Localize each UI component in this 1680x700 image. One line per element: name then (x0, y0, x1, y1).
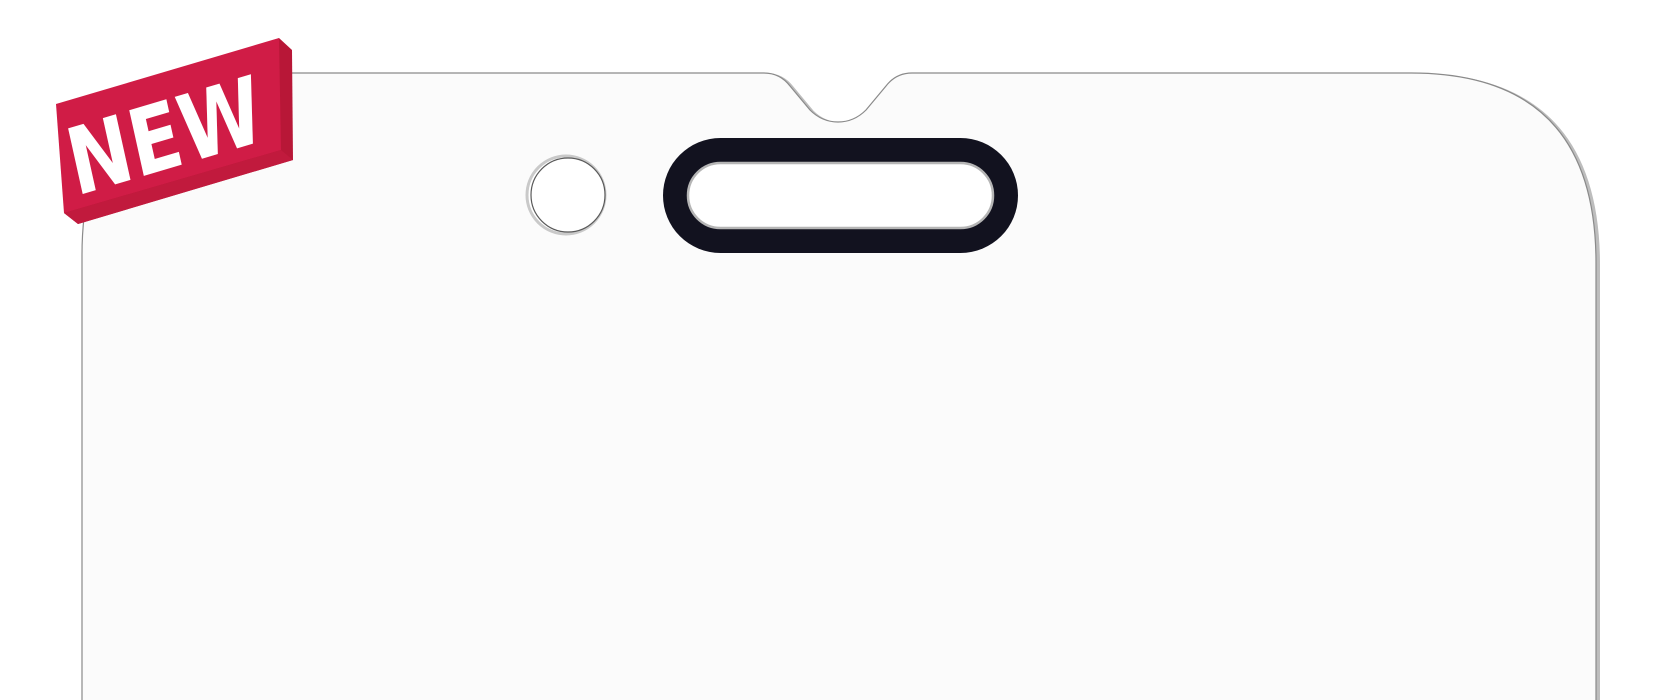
new-badge-bottom-edge (64, 150, 293, 224)
circle-cutout-icon (525, 154, 607, 236)
new-badge-front (56, 38, 281, 213)
new-badge: NEW (56, 38, 293, 224)
pill-cutout-icon (663, 138, 1018, 253)
